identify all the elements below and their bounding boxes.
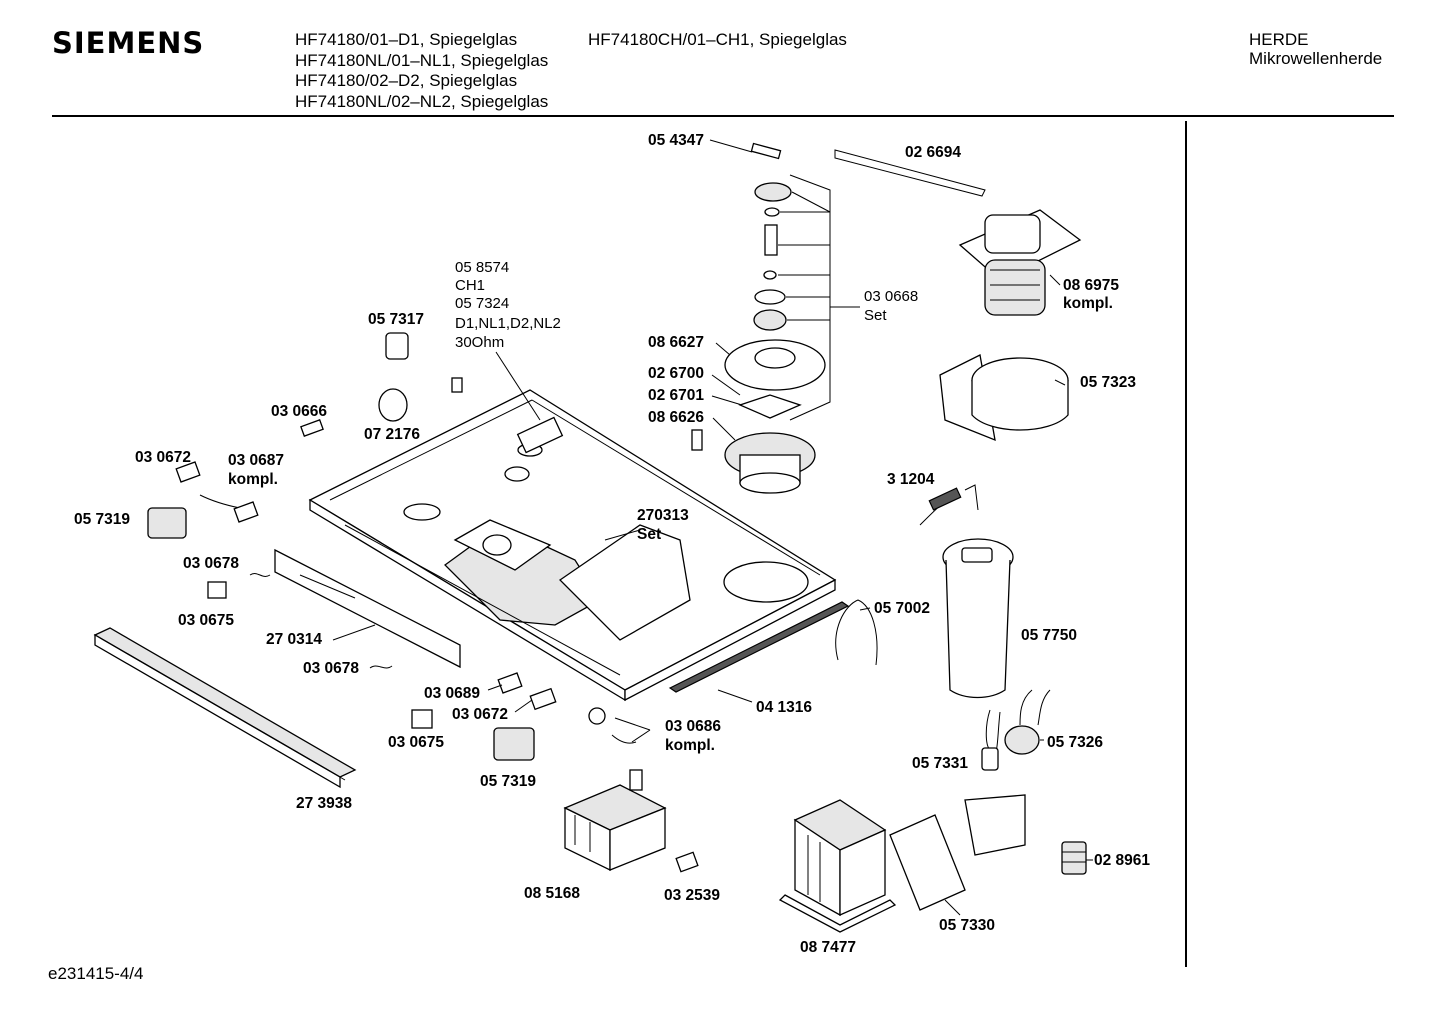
- model-line: HF74180CH/01–CH1, Spiegelglas: [588, 30, 847, 49]
- part-label: 03 0672: [135, 449, 191, 466]
- part-label: 02 6700: [648, 365, 704, 382]
- part-label: 05 7326: [1047, 734, 1103, 751]
- subcategory-label: Mikrowellenherde: [1249, 49, 1383, 68]
- part-label: 08 6975: [1063, 277, 1119, 294]
- product-category: HERDE Mikrowellenherde: [1249, 30, 1382, 68]
- brand-logo: SIEMENS: [52, 26, 205, 60]
- insulation-sheet-drawing: [889, 814, 966, 911]
- model-line: HF74180/02–D2, Spiegelglas: [295, 71, 518, 90]
- door-strip-drawing: [93, 627, 357, 789]
- part-label: 08 7477: [800, 939, 856, 956]
- part-label: 02 8961: [1094, 852, 1150, 869]
- part-label: 05 7002: [874, 600, 930, 617]
- model-line: HF74180/01–D1, Spiegelglas: [295, 30, 518, 49]
- resistor-note: 05 8574 CH1 05 7324 D1,NL1,D2,NL2 30Ohm: [455, 259, 561, 351]
- part-label: 05 7319: [480, 773, 536, 790]
- model-line: HF74180NL/02–NL2, Spiegelglas: [295, 91, 549, 111]
- capacitor-drawing: [942, 538, 1014, 699]
- model-line: HF74180NL/01–NL1, Spiegelglas: [295, 50, 549, 70]
- base-plate-drawing: [308, 389, 837, 702]
- part-label: Set: [637, 526, 661, 543]
- part-label: 03 0687: [228, 452, 284, 469]
- part-label: 03 0689: [424, 685, 480, 702]
- part-label: 02 6694: [905, 144, 961, 161]
- part-label: 05 7323: [1080, 374, 1136, 391]
- fan-housing-drawing: [939, 354, 1069, 442]
- part-label: 03 0675: [178, 612, 234, 629]
- fan-motor-drawing: [958, 209, 1082, 316]
- part-label: 08 5168: [524, 885, 580, 902]
- part-label: 05 7317: [368, 311, 424, 328]
- part-label: 03 0678: [183, 555, 239, 572]
- part-label: kompl.: [228, 471, 278, 488]
- note-line: 05 7324: [455, 295, 509, 312]
- part-label: 03 2539: [664, 887, 720, 904]
- header-divider: [52, 115, 1394, 117]
- part-label: 05 7750: [1021, 627, 1077, 644]
- bracket-drawing: [835, 599, 878, 666]
- part-label: 03 0666: [271, 403, 327, 420]
- part-label: 05 7330: [939, 917, 995, 934]
- relay-drawing: [1061, 841, 1087, 875]
- part-label: 08 6626: [648, 409, 704, 426]
- part-label: 27 3938: [296, 795, 352, 812]
- document-id: e231415-4/4: [48, 964, 144, 983]
- part-label: 07 2176: [364, 426, 420, 443]
- part-label: 3 1204: [887, 471, 935, 488]
- thermal-switch-drawing: [675, 851, 699, 873]
- model-list-primary: HF74180/01–D1, Spiegelglas HF74180NL/01–…: [295, 30, 548, 112]
- part-labels: 05 4347 02 6694 08 6975 kompl. 05 7323 0…: [74, 132, 1150, 956]
- diode-drawing: [981, 689, 1051, 771]
- seal-strip-drawing: [668, 601, 850, 693]
- note-line: 05 8574: [455, 259, 509, 276]
- part-label: 05 4347: [648, 132, 704, 149]
- part-label: 05 7331: [912, 755, 968, 772]
- front-rail-drawing: [274, 548, 461, 669]
- side-divider: [1185, 121, 1187, 967]
- small-parts-drawing: [147, 332, 703, 761]
- note-line: D1,NL1,D2,NL2: [455, 315, 561, 332]
- magnetron-drawing: [563, 769, 667, 872]
- part-label: 03 0675: [388, 734, 444, 751]
- part-label: 04 1316: [756, 699, 812, 716]
- part-label: 03 0672: [452, 706, 508, 723]
- transformer-drawing: [778, 799, 897, 933]
- part-label: kompl.: [1063, 295, 1113, 312]
- leader-lines: [332, 139, 1093, 916]
- belt-drawing: [834, 149, 986, 197]
- turntable-drive-drawing: [724, 142, 860, 494]
- part-label: Set: [864, 307, 887, 324]
- part-label: 03 0668: [864, 288, 918, 305]
- fuse-wire-drawing: [919, 484, 979, 526]
- part-label: 08 6627: [648, 334, 704, 351]
- part-label: 05 7319: [74, 511, 130, 528]
- part-label: 03 0678: [303, 660, 359, 677]
- hv-bracket-drawing: [964, 794, 1026, 856]
- note-line: CH1: [455, 277, 485, 294]
- model-list-secondary: HF74180CH/01–CH1, Spiegelglas: [588, 30, 847, 51]
- category-label: HERDE: [1249, 30, 1309, 49]
- part-label: 02 6701: [648, 387, 704, 404]
- part-label: 270313: [637, 507, 689, 524]
- note-line: 30Ohm: [455, 334, 504, 351]
- part-label: kompl.: [665, 737, 715, 754]
- part-label: 27 0314: [266, 631, 322, 648]
- part-label: 03 0686: [665, 718, 721, 735]
